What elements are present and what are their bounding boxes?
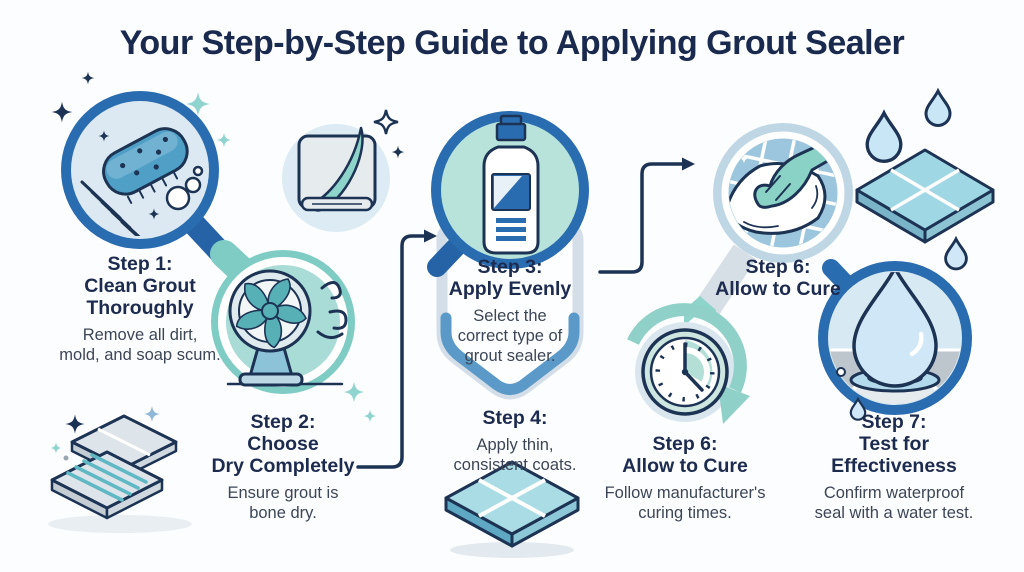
step7-text-block: Step 7: Test for Effectiveness Confirm w… (790, 411, 998, 523)
sealer-bottle-icon (427, 111, 589, 277)
step4-heading: Step 4: (482, 407, 548, 429)
step6-cure-text-block: Step 6: Allow to Cure Follow manufacture… (582, 433, 788, 523)
sparkle-icon (81, 71, 95, 85)
drying-fan-icon (211, 250, 377, 423)
step6-wipe-heading: Step 6: Allow to Cure (715, 256, 841, 301)
gloved-hand (753, 139, 837, 209)
sparkle-icon (216, 132, 232, 148)
scrub-speed-lines (80, 180, 157, 236)
step2-subtext: Ensure grout is bone dry. (227, 484, 339, 523)
page-title: Your Step-by-Step Guide to Applying Grou… (119, 24, 905, 62)
step2-heading: Step 2: Choose Dry Completely (211, 411, 355, 478)
step6-cure-heading: Step 6: Allow to Cure (622, 433, 748, 478)
tile-stripes (66, 453, 148, 502)
step3-heading: Step 3: Apply Evenly (448, 256, 572, 301)
step1-heading: Step 1: Clean Grout Thoroughly (84, 253, 196, 320)
step1-text-block: Step 1: Clean Grout Thoroughly Remove al… (28, 253, 252, 365)
step4-text-block: Step 4: Apply thin, consistent coats. (420, 407, 610, 475)
sparkle-icon (51, 101, 73, 123)
droplet-icon (924, 89, 952, 127)
step1-subtext: Remove all dirt, mold, and soap scum. (59, 326, 221, 365)
sparkle-icon (50, 442, 62, 454)
sparkle-icon (372, 108, 400, 136)
sponge-scrub-magnifier-icon (51, 71, 266, 294)
sparkle-icon (391, 145, 405, 159)
step7-subtext: Confirm waterproof seal with a water tes… (814, 484, 974, 523)
grout-lines (478, 478, 546, 518)
large-droplet (852, 272, 938, 388)
step6-cure-subtext: Follow manufacturer's curing times. (604, 484, 766, 523)
arrow-step2-to-step3 (356, 229, 437, 469)
droplet-icon (865, 111, 903, 163)
sparkle-icon (343, 381, 365, 403)
droplet-dot (836, 367, 846, 377)
curing-clock-icon (627, 303, 750, 424)
sponge (102, 127, 189, 204)
droplet-icon (944, 237, 968, 271)
tile-stack-icon (48, 406, 192, 533)
step2-text-block: Step 2: Choose Dry Completely Ensure gro… (180, 411, 386, 523)
step3-subtext: Select the correct type of grout sealer. (457, 307, 563, 366)
grout-lines (890, 168, 960, 212)
wind-lines (316, 281, 348, 339)
sparkle-icon (65, 414, 85, 434)
step6-wipe-text-block: Step 6: Allow to Cure (680, 256, 876, 300)
cure-arrow-arc (627, 303, 747, 393)
peeling-film-icon (282, 108, 405, 232)
grout-tile-icon (444, 460, 580, 558)
sparkle-icon (144, 406, 160, 422)
soap-bubbles (165, 165, 204, 211)
cure-arrow-head (718, 384, 750, 424)
wet-tile-droplets-icon (855, 89, 995, 244)
step3-text-block: Step 3: Apply Evenly Select the correct … (428, 256, 592, 366)
water-drop-test-icon (818, 237, 972, 421)
step4-subtext: Apply thin, consistent coats. (453, 436, 577, 475)
arrow-step3-to-step6 (598, 157, 695, 274)
step7-heading: Step 7: Test for Effectiveness (831, 411, 957, 478)
